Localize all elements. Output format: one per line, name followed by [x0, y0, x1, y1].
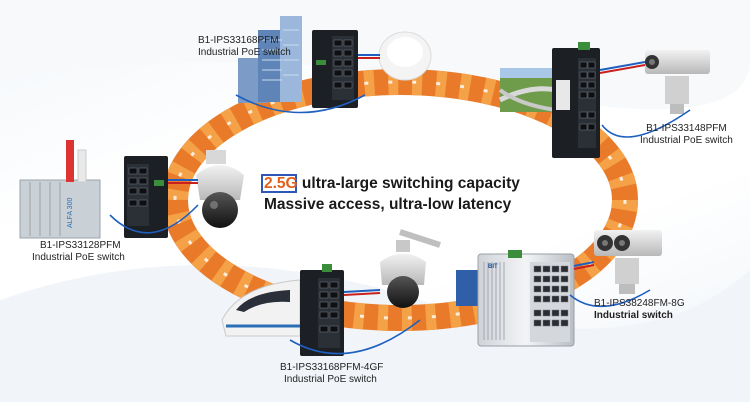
switch-brand-marking: BIT: [488, 264, 498, 270]
switch-b1-ips33148pfm-icon: [552, 42, 600, 158]
model-desc: Industrial switch: [594, 310, 673, 321]
link-ellipse: [289, 319, 421, 355]
dual-lens-ptz-camera-icon: [594, 230, 662, 294]
device-group-top: [235, 16, 432, 114]
wireless-ap-icon: [378, 31, 432, 81]
device-group-right-top: [498, 42, 710, 158]
model-desc: Industrial PoE switch: [284, 374, 377, 385]
link-ellipse: [601, 109, 691, 138]
orange-ring: [162, 69, 638, 331]
label-b1-ips33168pfm-4gf: B1-IPS33168PFM-4GF Industrial PoE switch: [280, 362, 383, 386]
ptz-camera-icon: [645, 50, 710, 114]
switch-b1-ips38248fm-8g-icon: BIT: [477, 250, 575, 347]
headline: 2.5G ultra-large switching capacity Mass…: [264, 173, 520, 215]
device-group-bottom: [221, 229, 441, 356]
label-b1-ips38248fm-8g: B1-IPS38248FM-8G Industrial switch: [594, 298, 685, 322]
headline-line-1-text: ultra-large switching capacity: [301, 175, 520, 192]
highway-photo: [498, 68, 557, 112]
headline-highlight: 2.5G: [264, 175, 298, 192]
headline-line-1: 2.5G ultra-large switching capacity: [264, 173, 520, 194]
label-b1-ips33168pfm: B1-IPS33168PFM Industrial PoE switch: [198, 35, 291, 59]
device-group-right-bottom: BIT: [456, 230, 662, 347]
model-name: B1-IPS33148PFM: [646, 123, 727, 134]
switch-b1-ips33168pfm-icon: [312, 30, 358, 108]
high-speed-train-icon: [221, 279, 301, 337]
model-desc: Industrial PoE switch: [198, 47, 291, 58]
link-ellipse: [235, 94, 366, 114]
speed-dome-camera-icon: [196, 150, 244, 228]
link-ellipse: [569, 289, 651, 308]
model-name: B1-IPS33128PFM: [40, 240, 121, 251]
model-desc: Industrial PoE switch: [640, 135, 733, 146]
model-name: B1-IPS33168PFM: [198, 35, 279, 46]
enclosure-marking: ALFA 300: [67, 198, 74, 228]
link-ellipse: [109, 204, 199, 234]
model-desc: Industrial PoE switch: [32, 252, 125, 263]
label-b1-ips33128pfm: B1-IPS33128PFM Industrial PoE switch: [32, 240, 125, 264]
switch-b1-ips33168pfm-4gf-icon: [300, 264, 344, 356]
buildings-icon: [238, 16, 302, 103]
label-b1-ips33148pfm: B1-IPS33148PFM Industrial PoE switch: [640, 123, 733, 147]
switch-b1-ips33128pfm-icon: [124, 156, 168, 238]
enclosure-icon: ALFA 300: [19, 140, 101, 239]
pendant-dome-camera-icon: [380, 229, 441, 308]
model-name: B1-IPS38248FM-8G: [594, 298, 685, 309]
device-group-left: ALFA 300: [19, 140, 244, 239]
model-name: B1-IPS33168PFM-4GF: [280, 362, 384, 373]
headline-line-2: Massive access, ultra-low latency: [264, 196, 512, 213]
highlight-box: [261, 174, 297, 193]
background-swoosh: [0, 265, 750, 402]
